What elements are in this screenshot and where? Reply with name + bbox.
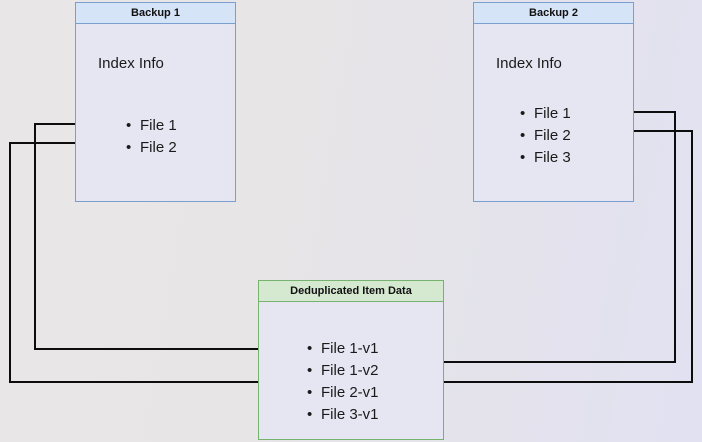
backup-1-file-item[interactable]: File 2 bbox=[124, 137, 177, 159]
backup-1-box[interactable]: Backup 1 Index Info File 1 File 2 bbox=[75, 2, 236, 202]
dedup-item[interactable]: File 1-v1 bbox=[305, 338, 379, 360]
backup-2-index-info-label: Index Info bbox=[496, 55, 562, 72]
dedup-item[interactable]: File 2-v1 bbox=[305, 382, 379, 404]
deduplicated-item-data-header: Deduplicated Item Data bbox=[259, 281, 443, 302]
backup-2-box[interactable]: Backup 2 Index Info File 1 File 2 File 3 bbox=[473, 2, 634, 202]
deduplicated-item-list: File 1-v1 File 1-v2 File 2-v1 File 3-v1 bbox=[305, 338, 379, 426]
dedup-item[interactable]: File 1-v2 bbox=[305, 360, 379, 382]
backup-2-file-item[interactable]: File 1 bbox=[518, 103, 571, 125]
backup-2-file-item[interactable]: File 2 bbox=[518, 125, 571, 147]
dedup-item[interactable]: File 3-v1 bbox=[305, 404, 379, 426]
backup-1-file-item[interactable]: File 1 bbox=[124, 115, 177, 137]
backup-2-file-item[interactable]: File 3 bbox=[518, 147, 571, 169]
deduplicated-item-data-box[interactable]: Deduplicated Item Data File 1-v1 File 1-… bbox=[258, 280, 444, 440]
backup-1-header: Backup 1 bbox=[76, 3, 235, 24]
backup-1-file-list: File 1 File 2 bbox=[124, 115, 177, 159]
backup-2-file-list: File 1 File 2 File 3 bbox=[518, 103, 571, 169]
backup-2-header: Backup 2 bbox=[474, 3, 633, 24]
backup-1-index-info-label: Index Info bbox=[98, 55, 164, 72]
